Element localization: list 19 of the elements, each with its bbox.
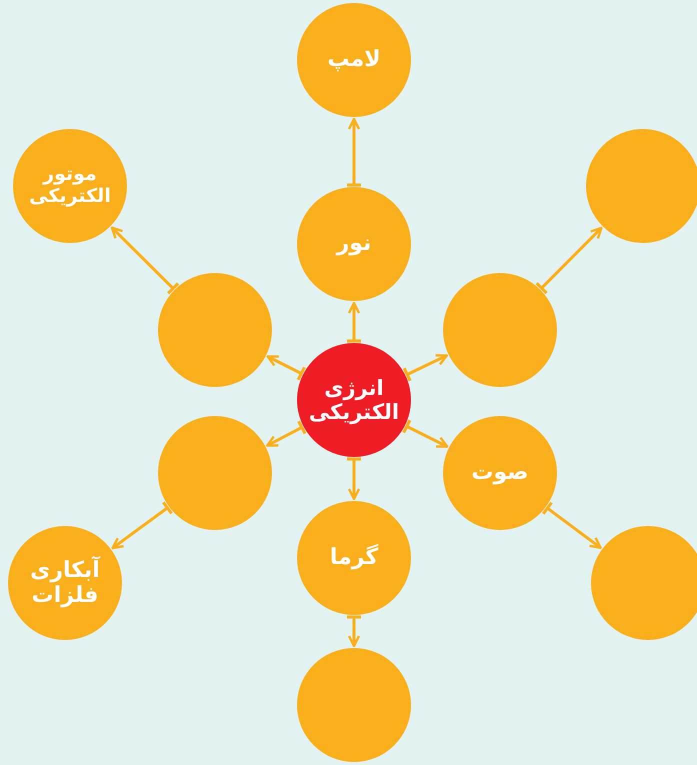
circle-node: نور	[297, 187, 411, 301]
arrow	[402, 418, 448, 448]
circle-node: آبکاری فلزات	[8, 526, 122, 640]
arrow	[111, 500, 174, 550]
arrow	[266, 355, 306, 382]
arrow	[110, 226, 180, 295]
circle-node: صوت	[443, 416, 557, 530]
circle-node: موتور الکتریکی	[13, 129, 127, 243]
arrow	[266, 420, 307, 447]
circle-node: انرژی الکتریکی	[297, 343, 411, 457]
arrow	[346, 118, 362, 186]
circle-node: لامپ	[297, 3, 411, 117]
arrow	[542, 501, 602, 549]
arrow	[346, 458, 362, 500]
circle-node: گرما	[297, 501, 411, 615]
arrow	[346, 302, 362, 342]
arrow	[535, 226, 603, 295]
arrow	[402, 354, 448, 382]
arrow	[346, 616, 362, 648]
